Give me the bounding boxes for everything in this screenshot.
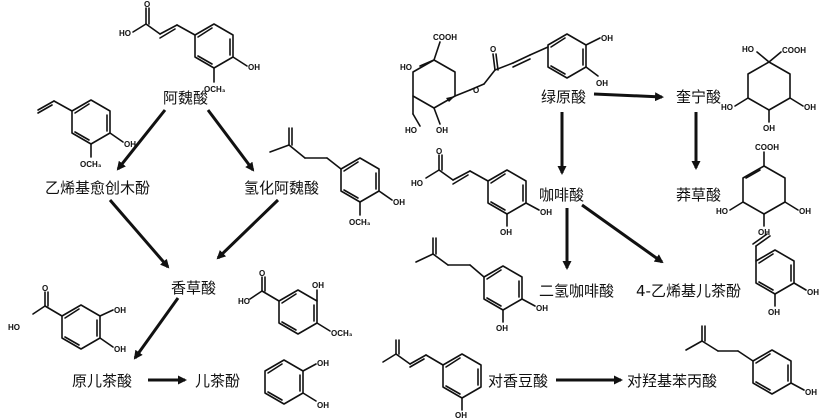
vinylguaiacol-och3-label: OCH₃ (80, 160, 102, 169)
shikimic-oh-bottom-label: OH (758, 228, 770, 237)
arrow-dihydroferulic-to-vanillic (216, 198, 280, 260)
ferulic-oh-label: OH (248, 63, 260, 72)
chlorogenic-ho-bottom-label: HO (405, 126, 417, 135)
protocatechuic-oh-bottom-label: OH (114, 345, 126, 354)
chlorogenic-cooh-label: COOH (433, 33, 457, 42)
arrow-ferulic-to-dihydroferulic (206, 109, 255, 172)
chlorogenic-oh-top-label: OH (601, 34, 613, 43)
ferulic-acid-structure: O HO OH OCH₃ (119, 0, 260, 94)
chlorogenic-ho-label: HO (400, 63, 412, 72)
caffeic-ho-label: HO (411, 179, 423, 188)
shikimic-cooh-label: COOH (755, 143, 779, 152)
chlorogenic-ester-o-label: O (473, 86, 479, 95)
shikimic-oh-right-label: OH (799, 207, 811, 216)
arrow-ferulic-to-vinylguaiacol (116, 109, 167, 171)
caffeic-acid-structure: O HO OH OH (411, 147, 552, 237)
label-ferulic-acid: 阿魏酸 (163, 89, 208, 107)
p-coumaric-acid-structure: OH (382, 339, 482, 418)
label-hydroxyphenylpropionic-acid: 对羟基苯丙酸 (627, 372, 717, 390)
shikimic-ho-left-label: HO (716, 207, 728, 216)
hydroxyphenylpropionic-oh-label: OH (805, 388, 817, 397)
dihydrocaffeic-oh-bottom-label: OH (496, 324, 508, 333)
label-protocatechuic-acid: 原儿茶酸 (72, 372, 132, 390)
protocatechuic-o-label: O (42, 284, 48, 293)
ferulic-ho-label: HO (119, 29, 131, 38)
label-p-coumaric-acid: 对香豆酸 (488, 372, 548, 390)
quinic-oh-bottom-label: OH (763, 124, 775, 133)
catechol-oh-top-label: OH (317, 359, 329, 368)
dihydroferulic-oh-label: OH (393, 198, 405, 207)
quinic-oh-right-label: OH (804, 103, 816, 112)
arrow-vanillic-to-protocatechuic (133, 297, 180, 360)
quinic-cooh-label: COOH (782, 46, 806, 55)
caffeic-oh-bottom-label: OH (500, 228, 512, 237)
label-dihydroferulic-acid: 氢化阿魏酸 (244, 179, 319, 197)
ferulic-o-label: O (144, 0, 150, 9)
dihydrocaffeic-oh-right-label: OH (536, 304, 548, 313)
vinylcatechol-oh-right-label: OH (807, 288, 819, 297)
label-vinylguaiacol: 乙烯基愈创木酚 (45, 179, 150, 197)
p-coumaric-oh-label: OH (455, 411, 467, 418)
shikimic-acid-structure: COOH OH HO OH (716, 143, 811, 237)
vinylcatechol-oh-bottom-label: OH (768, 308, 780, 317)
quinic-ho-left-label: HO (721, 103, 733, 112)
label-catechol: 儿茶酚 (195, 372, 240, 390)
quinic-ho-top-label: HO (742, 45, 754, 54)
vanillic-acid-structure: O HO OH OCH₃ (238, 269, 353, 338)
vanillic-ho-label: HO (238, 297, 250, 306)
arrow-vinylguaiacol-to-vanillic (108, 199, 170, 269)
chlorogenic-oh-meta-label: OH (596, 79, 608, 88)
label-caffeic-acid: 咖啡酸 (539, 186, 584, 204)
label-dihydrocaffeic-acid: 二氢咖啡酸 (539, 282, 614, 300)
catechol-structure: OH OH (264, 359, 329, 410)
caffeic-oh-right-label: OH (540, 208, 552, 217)
caffeic-o-label: O (436, 147, 442, 156)
arrow-chlorogenic-to-quinic (593, 92, 664, 102)
vanillic-oh-label: OH (312, 281, 324, 290)
catechol-oh-bottom-label: OH (317, 401, 329, 410)
chlorogenic-oh-bottom-label: OH (436, 126, 448, 135)
label-chlorogenic-acid: 绿原酸 (541, 88, 586, 106)
protocatechuic-oh-top-label: OH (114, 306, 126, 315)
dihydroferulic-och3-label: OCH₃ (349, 218, 371, 227)
chlorogenic-acid-structure: COOH HO O O HO OH OH OH (400, 33, 613, 135)
protocatechuic-acid-structure: O HO OH OH (8, 284, 126, 354)
dihydrocaffeic-acid-structure: OH OH (415, 237, 548, 333)
vanillic-o-label: O (259, 269, 265, 278)
arrow-caffeic-to-vinylcatechol (581, 203, 664, 264)
quinic-acid-structure: COOH HO OH HO OH (721, 45, 816, 133)
protocatechuic-ho-label: HO (8, 323, 20, 332)
vinylguaiacol-structure: OH OCH₃ (37, 99, 136, 169)
vanillic-och3-label: OCH₃ (331, 329, 353, 338)
dihydroferulic-acid-structure: OH OCH₃ (269, 127, 405, 227)
label-vinylcatechol: 4-乙烯基儿茶酚 (636, 282, 741, 300)
hydroxyphenylpropionic-acid-structure: OH (685, 325, 817, 397)
chlorogenic-carbonyl-o-label: O (490, 45, 496, 54)
vinylcatechol-structure: OH OH (752, 233, 819, 317)
vinylguaiacol-oh-label: OH (124, 140, 136, 149)
label-shikimic-acid: 莽草酸 (676, 186, 721, 204)
ferulic-och3-label: OCH₃ (204, 85, 226, 94)
label-vanillic-acid: 香草酸 (171, 279, 216, 297)
label-quinic-acid: 奎宁酸 (676, 88, 721, 106)
